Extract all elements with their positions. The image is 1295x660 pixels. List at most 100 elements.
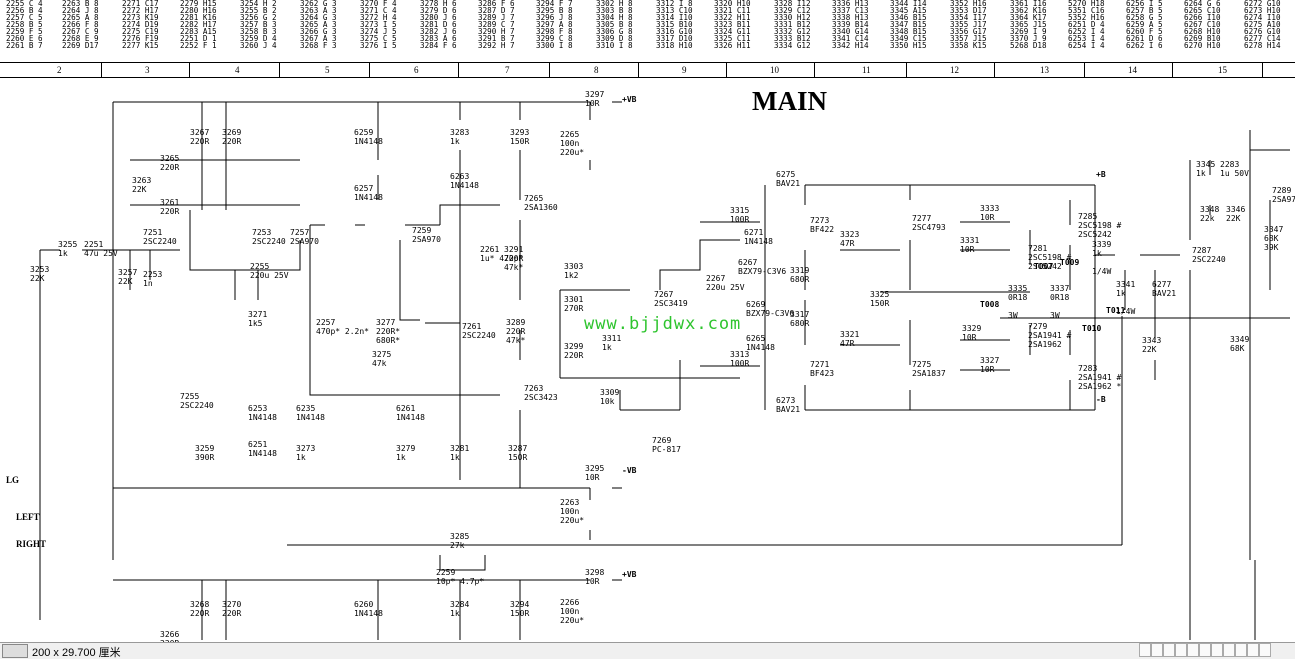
t7253-val: 2SC2240 (252, 237, 286, 246)
index-entry: 3280 J 6 (420, 13, 457, 22)
t7267-val: 2SC3419 (654, 299, 688, 308)
index-entry: 6256 I 5 (1126, 0, 1163, 8)
view-seg[interactable] (1223, 643, 1235, 657)
index-entry: 6270 H10 (1184, 41, 1221, 50)
index-entry: 2276 F19 (122, 34, 159, 43)
grid-tick (994, 63, 995, 77)
r3313-ref: 3313 (730, 350, 750, 359)
c2263-ref: 2263 (560, 498, 580, 507)
index-entry: 6277 C14 (1244, 34, 1281, 43)
view-seg[interactable] (1211, 643, 1223, 657)
grid-tick (279, 63, 280, 77)
view-seg[interactable] (1151, 643, 1163, 657)
index-entry: 6266 I10 (1184, 13, 1221, 22)
r3303-ref: 3303 (564, 262, 584, 271)
d6257-ref: 6257 (354, 184, 374, 193)
index-entry: 3292 H 7 (478, 41, 515, 50)
r3346-ref: 3346 (1226, 205, 1246, 214)
index-entry: 6267 C10 (1184, 20, 1221, 29)
index-entry: 3355 J17 (950, 20, 987, 29)
index-entry: 3306 G 8 (596, 27, 633, 36)
view-controls[interactable] (1139, 643, 1289, 658)
r3339-pw: 1/4W (1092, 267, 1112, 276)
index-entry: 3356 G17 (950, 27, 987, 36)
index-entry: 6278 H14 (1244, 41, 1281, 50)
r3277-val2: 680R* (376, 336, 401, 345)
index-entry: 3344 I14 (890, 0, 927, 8)
c2261-val: 1u* 470p* (480, 254, 524, 263)
r3270-ref: 3270 (222, 600, 242, 609)
t7279-ref: 7279 (1028, 322, 1048, 331)
r3261-val: 220R (160, 207, 180, 216)
rail_b_neg: -B (1096, 395, 1106, 404)
r3349-val: 68K (1230, 344, 1245, 353)
index-entry: 2274 D19 (122, 20, 159, 29)
index-entry: 3255 B 2 (240, 6, 277, 15)
t7251-ref: 7251 (143, 228, 163, 237)
index-entry: 3314 I10 (656, 13, 693, 22)
view-seg[interactable] (1199, 643, 1211, 657)
index-entry: 3270 F 4 (360, 0, 397, 8)
index-entry: 5351 C16 (1068, 6, 1105, 15)
ruler-toggle[interactable] (2, 644, 28, 658)
index-entry: 2251 D 1 (180, 34, 217, 43)
c2267-val: 220u 25V (706, 283, 745, 292)
c2263-val: 100n (560, 507, 580, 516)
c2283-val: 1u 50V (1220, 169, 1249, 178)
t7285-ref: 7285 (1078, 212, 1098, 221)
index-entry: 2261 B 7 (6, 41, 43, 50)
t7279-val: 2SA1941 # (1028, 331, 1072, 340)
view-seg[interactable] (1187, 643, 1199, 657)
r3298-ref: 3298 (585, 568, 605, 577)
view-seg[interactable] (1163, 643, 1175, 657)
view-seg[interactable] (1235, 643, 1247, 657)
r3289-val: 220R (506, 327, 526, 336)
index-entry: 3268 F 3 (300, 41, 337, 50)
d6261-ref: 6261 (396, 404, 416, 413)
grid-tick (638, 63, 639, 77)
t7269-val: PC-817 (652, 445, 681, 454)
c2259-val: 10p* 4.7p* (436, 577, 485, 586)
view-seg[interactable] (1139, 643, 1151, 657)
index-entry: 3257 B 3 (240, 20, 277, 29)
d6251-val: 1N4148 (248, 449, 277, 458)
index-entry: 5270 H18 (1068, 0, 1105, 8)
t7275-ref: 7275 (912, 360, 932, 369)
d6263-val: 1N4148 (450, 181, 479, 190)
t7287-val: 2SC2240 (1192, 255, 1226, 264)
index-entry: 2257 C 5 (6, 13, 43, 22)
index-entry: 3260 J 4 (240, 41, 277, 50)
index-entry: 3283 A 6 (420, 34, 457, 43)
index-entry: 6258 G 5 (1126, 13, 1163, 22)
r3347-ref: 3347 (1264, 225, 1284, 234)
t7283-ref: 7283 (1078, 364, 1098, 373)
index-entry: 3333 B12 (774, 34, 811, 43)
index-entry: 3304 H 8 (596, 13, 633, 22)
r3343-val: 22K (1142, 345, 1157, 354)
view-seg[interactable] (1247, 643, 1259, 657)
index-entry: 3296 J 8 (536, 13, 573, 22)
index-entry: 2256 B 4 (6, 6, 43, 15)
view-seg[interactable] (1175, 643, 1187, 657)
index-entry: 2272 H17 (122, 6, 159, 15)
grid-number: 11 (862, 65, 871, 75)
view-seg[interactable] (1259, 643, 1271, 657)
r3348-val: 22k (1200, 214, 1215, 223)
c2267-ref: 2267 (706, 274, 726, 283)
grid-tick (814, 63, 815, 77)
index-entry: 3348 B15 (890, 27, 927, 36)
index-entry: 3370 J 9 (1010, 34, 1047, 43)
r3348-ref: 3348 (1200, 205, 1220, 214)
r3345-val: 1k (1196, 169, 1206, 178)
d6259-val: 1N4148 (354, 137, 383, 146)
index-entry: 2258 B 5 (6, 20, 43, 29)
r3297-val: 10R (585, 99, 600, 108)
index-entry: 3286 F 6 (478, 0, 515, 8)
index-entry: 2263 B 8 (62, 0, 99, 8)
grid-number: 4 (235, 65, 240, 75)
